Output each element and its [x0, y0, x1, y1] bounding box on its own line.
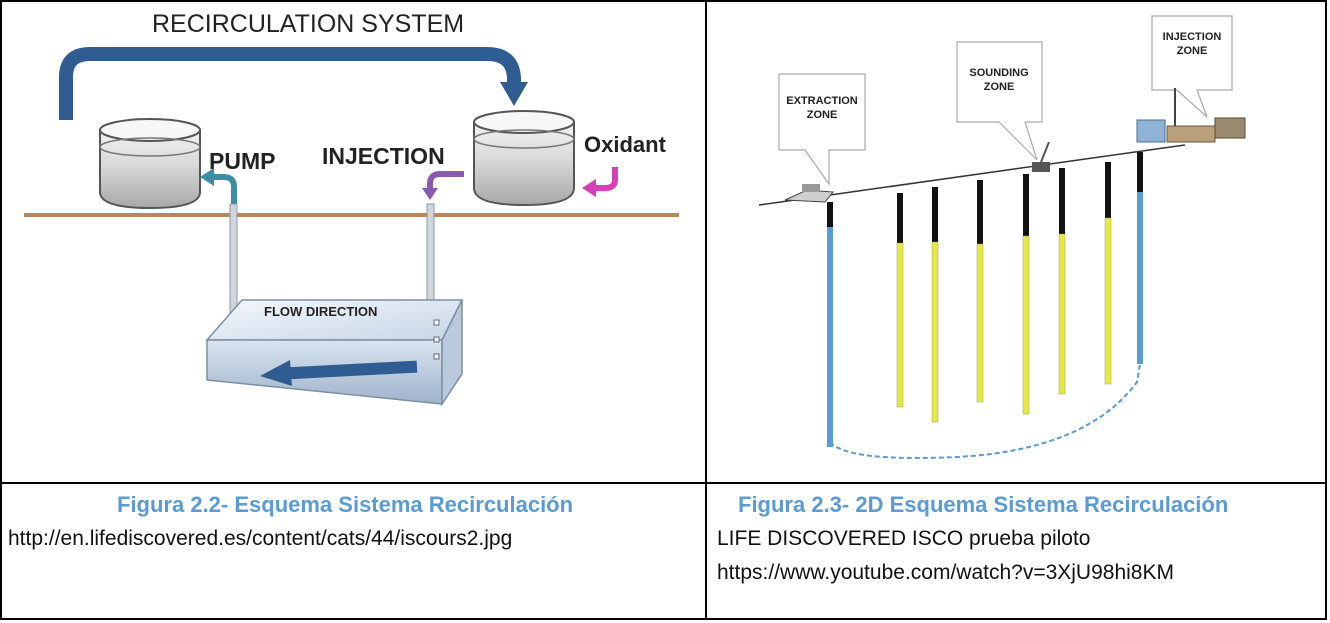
- extraction-well-pipe: [229, 203, 238, 323]
- monitoring-well-6: [1104, 162, 1112, 385]
- injection-arrowhead: [422, 188, 438, 200]
- sounding-zone-callout: SOUNDING ZONE: [956, 41, 1043, 161]
- figure-title: RECIRCULATION SYSTEM: [152, 10, 464, 38]
- oxidant-arrow: [594, 167, 618, 191]
- right-figure-source-title: LIFE DISCOVERED ISCO prueba piloto: [717, 527, 1091, 550]
- extraction-zone-callout: EXTRACTION ZONE: [778, 73, 866, 186]
- injection-well-cap: [1137, 152, 1143, 192]
- extraction-rig-icon: [784, 184, 834, 203]
- svg-text:EXTRACTION: EXTRACTION: [786, 95, 858, 107]
- extraction-well-cap: [827, 202, 833, 227]
- pump-arrow: [212, 174, 237, 204]
- injection-well: [1137, 192, 1143, 364]
- flow-arrow: [286, 360, 418, 380]
- right-tank: [473, 110, 575, 207]
- pump-arrowhead: [200, 168, 214, 186]
- svg-text:SOUNDING: SOUNDING: [969, 67, 1028, 79]
- extraction-well: [827, 227, 833, 447]
- svg-text:ZONE: ZONE: [807, 109, 838, 121]
- column-divider: [705, 0, 707, 620]
- monitoring-well-2: [931, 187, 939, 423]
- sounding-rig-icon: [1032, 141, 1050, 172]
- oxidant-arrowhead: [582, 179, 596, 197]
- row-divider: [0, 482, 1327, 484]
- svg-text:ZONE: ZONE: [1177, 45, 1208, 57]
- oxidant-label: Oxidant: [584, 132, 667, 157]
- left-figure-source: http://en.lifediscovered.es/content/cats…: [8, 527, 513, 550]
- recirculation-arrowhead: [500, 82, 528, 106]
- monitoring-well-1: [896, 193, 904, 408]
- recirculation-arrow: [59, 47, 521, 120]
- injection-label: INJECTION: [322, 143, 445, 169]
- pump-label: PUMP: [209, 148, 275, 174]
- ground-line: [24, 213, 679, 217]
- right-figure-source-url: https://www.youtube.com/watch?v=3XjU98hi…: [717, 561, 1174, 584]
- recirculation-system-figure: RECIRCULATION SYSTEM PUMP INJECTION Oxid…: [2, 2, 705, 482]
- monitoring-well-5: [1058, 168, 1066, 395]
- injection-arrow: [427, 171, 464, 190]
- left-figure-caption: Figura 2.2- Esquema Sistema Recirculació…: [117, 492, 574, 517]
- left-tank: [99, 118, 201, 210]
- svg-text:ZONE: ZONE: [984, 81, 1015, 93]
- right-figure-caption: Figura 2.3- 2D Esquema Sistema Recircula…: [738, 492, 1229, 517]
- flow-direction-label: FLOW DIRECTION: [264, 304, 377, 319]
- monitoring-well-3: [976, 180, 984, 403]
- recirculation-2d-figure: EXTRACTION ZONE SOUNDING ZONE INJECTION …: [707, 2, 1325, 482]
- svg-text:INJECTION: INJECTION: [1163, 31, 1222, 43]
- monitoring-well-4: [1022, 174, 1030, 415]
- flow-arrowhead: [260, 360, 292, 386]
- injection-facility-icon: [1136, 88, 1246, 143]
- injection-zone-callout: INJECTION ZONE: [1151, 15, 1233, 118]
- flow-path: [829, 363, 1141, 459]
